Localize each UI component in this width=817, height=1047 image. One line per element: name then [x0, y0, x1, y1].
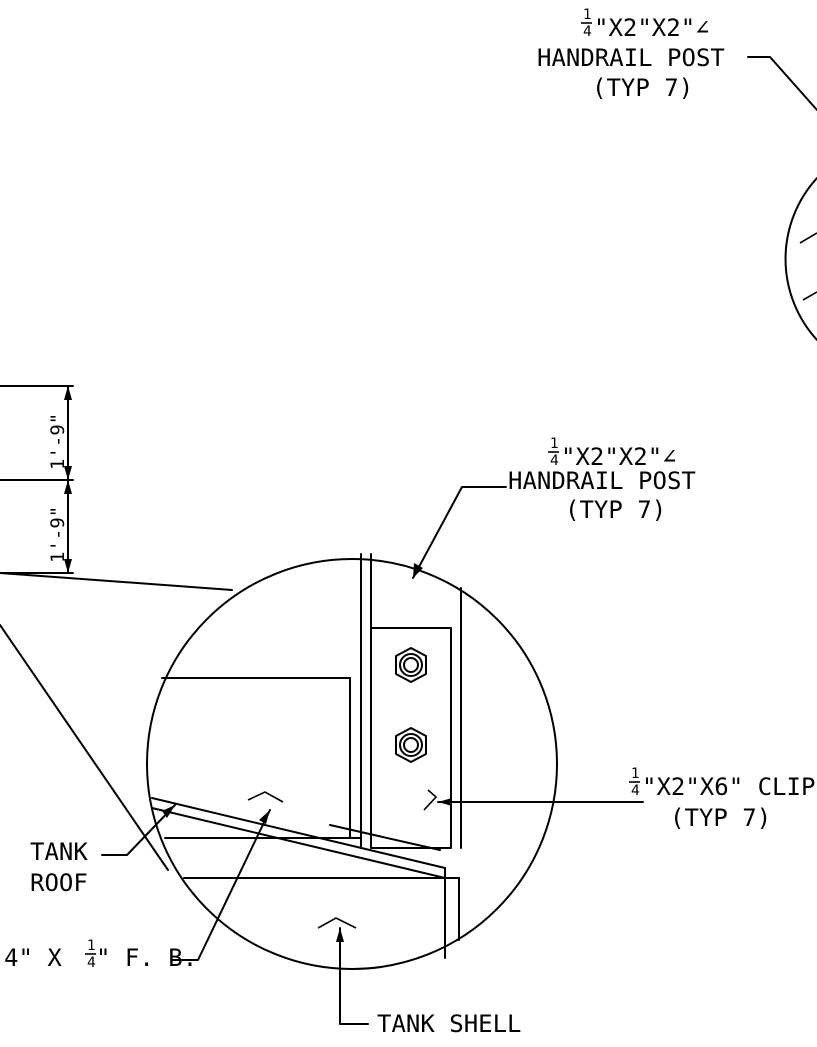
- frac-num: 1: [583, 7, 592, 23]
- label-suffix: " F. B.: [96, 944, 197, 972]
- label-prefix: 4" X: [4, 944, 62, 972]
- label-line: TANK: [30, 838, 88, 866]
- frac-den: 4: [87, 955, 96, 971]
- dimension-lines: 1'-9" 1'-9": [0, 385, 74, 574]
- label-line: (TYP 7): [670, 804, 771, 832]
- top-post-leader: [747, 56, 817, 111]
- tank-shell-label: TANK SHELL: [377, 1010, 522, 1038]
- bolt-lower: [395, 727, 427, 763]
- frac-num: 1: [631, 766, 640, 782]
- main-detail-circle: [146, 558, 558, 970]
- tank-roof-leader: [101, 804, 176, 856]
- mid-handrail-post-label: 1 4 "X2"X2"∠ HANDRAIL POST (TYP 7): [508, 436, 696, 524]
- frac-den: 4: [583, 24, 592, 40]
- label-line: (TYP 7): [592, 74, 693, 102]
- callout-line-lower: [0, 624, 169, 871]
- upper-detail-circle: [784, 177, 817, 341]
- bolt-upper: [395, 647, 427, 683]
- label-line: HANDRAIL POST: [508, 467, 696, 495]
- label-line: HANDRAIL POST: [537, 44, 725, 72]
- dimension-lower: 1'-9": [47, 506, 69, 563]
- clip-label: 1 4 "X2"X6" CLIP (TYP 7): [629, 766, 815, 832]
- flat-bar-label: 4" X 1 4 " F. B.: [4, 938, 197, 972]
- mid-post-leader: [412, 486, 507, 579]
- label-line: "X2"X6" CLIP: [642, 773, 815, 801]
- frac-den: 4: [550, 453, 559, 469]
- tank-roof-label: TANK ROOF: [30, 838, 88, 897]
- tank-shell-leader: [339, 927, 369, 1025]
- label-line: "X2"X2"∠: [561, 443, 677, 471]
- frac-num: 1: [87, 938, 96, 954]
- label-line: ROOF: [30, 869, 88, 897]
- dimension-upper: 1'-9": [47, 413, 69, 470]
- callout-line-upper: [0, 572, 233, 591]
- label-line: "X2"X2"∠: [594, 14, 710, 42]
- top-handrail-post-label: 1 4 "X2"X2"∠ HANDRAIL POST (TYP 7): [537, 7, 725, 102]
- frac-num: 1: [550, 436, 559, 452]
- frac-den: 4: [631, 783, 640, 799]
- detail-contents: [151, 553, 462, 959]
- flat-bar-leader: [171, 809, 271, 961]
- label-line: (TYP 7): [565, 496, 666, 524]
